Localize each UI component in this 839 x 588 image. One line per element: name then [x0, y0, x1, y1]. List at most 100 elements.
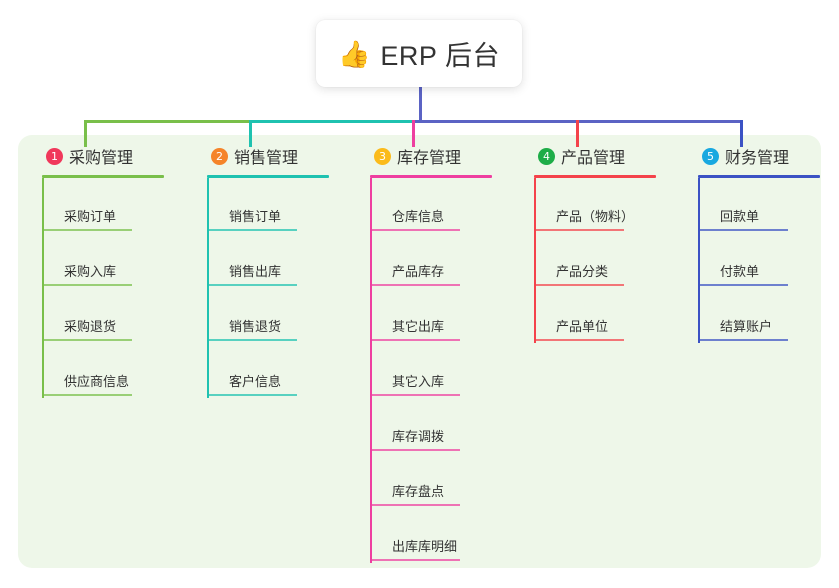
branch-item[interactable]: 结算账户 [698, 288, 838, 343]
root-node-title: ERP 后台 [380, 41, 500, 71]
branch-item-underline [534, 229, 624, 231]
branch-item[interactable]: 采购订单 [42, 178, 182, 233]
branch-item-underline [370, 229, 460, 231]
branch-header-underline [207, 175, 329, 178]
branch-item[interactable]: 客户信息 [207, 343, 347, 398]
branch-column-4: 4 产品管理产品（物料） 产品分类产品单位 [524, 143, 674, 343]
branch-column-2: 2 销售管理销售订单销售出库销售退货客户信息 [197, 143, 347, 398]
branch-item-underline [207, 284, 297, 286]
branch-item-list: 仓库信息产品库存其它出库其它入库库存调拨库存盘点出库库明细 [370, 178, 510, 563]
branch-item[interactable]: 采购入库 [42, 233, 182, 288]
branch-item[interactable]: 仓库信息 [370, 178, 510, 233]
branch-item-label: 结算账户 [720, 319, 773, 334]
branch-spine [370, 178, 372, 563]
branch-item-label: 出库库明细 [392, 539, 458, 554]
branch-header-2[interactable]: 2 销售管理 [197, 143, 347, 169]
branch-item-underline [207, 339, 297, 341]
branch-item-label: 采购订单 [64, 209, 117, 224]
branch-item[interactable]: 库存盘点 [370, 453, 510, 508]
branch-item-label: 销售订单 [229, 209, 282, 224]
branch-spine [207, 178, 209, 398]
branch-item-underline [370, 449, 460, 451]
branch-item[interactable]: 销售退货 [207, 288, 347, 343]
branch-item-underline [534, 339, 624, 341]
branch-item[interactable]: 产品（物料） [534, 178, 674, 233]
branch-title: 销售管理 [234, 150, 299, 167]
branch-number-badge: 3 [374, 147, 391, 165]
branch-header-underline [698, 175, 820, 178]
branch-item[interactable]: 产品分类 [534, 233, 674, 288]
trunk-bar-segment [84, 120, 249, 123]
branch-title: 采购管理 [69, 150, 134, 167]
branch-item-underline [698, 229, 788, 231]
branch-header-4[interactable]: 4 产品管理 [524, 143, 674, 169]
branch-drop-connector [740, 120, 743, 147]
branch-column-3: 3 库存管理仓库信息产品库存其它出库其它入库库存调拨库存盘点出库库明细 [360, 143, 510, 563]
branch-item[interactable]: 销售出库 [207, 233, 347, 288]
branch-item-label: 客户信息 [229, 374, 282, 389]
diagram-panel-background [18, 135, 821, 568]
branch-item[interactable]: 产品库存 [370, 233, 510, 288]
branch-item-underline [370, 339, 460, 341]
branch-item-label: 采购入库 [64, 264, 117, 279]
branch-drop-connector [412, 120, 415, 147]
branch-title: 财务管理 [725, 150, 790, 167]
branch-item[interactable]: 付款单 [698, 233, 838, 288]
branch-item[interactable]: 回款单 [698, 178, 838, 233]
branch-item-label: 采购退货 [64, 319, 117, 334]
trunk-bar-segment [249, 120, 412, 123]
branch-item-underline [370, 394, 460, 396]
branch-item-underline [370, 504, 460, 506]
branch-item[interactable]: 销售订单 [207, 178, 347, 233]
branch-item-underline [698, 339, 788, 341]
branch-item-underline [370, 559, 460, 561]
branch-item-label: 回款单 [720, 209, 760, 224]
branch-item[interactable]: 其它出库 [370, 288, 510, 343]
branch-header-underline [534, 175, 656, 178]
branch-spine [534, 178, 536, 343]
branch-item-underline [42, 229, 132, 231]
branch-item-list: 产品（物料） 产品分类产品单位 [534, 178, 674, 343]
branch-item[interactable]: 采购退货 [42, 288, 182, 343]
branch-item-underline [42, 394, 132, 396]
branch-item[interactable]: 供应商信息 [42, 343, 182, 398]
branch-item[interactable]: 库存调拨 [370, 398, 510, 453]
branch-item-underline [534, 284, 624, 286]
branch-item[interactable]: 出库库明细 [370, 508, 510, 563]
branch-item-label: 产品库存 [392, 264, 445, 279]
branch-title: 产品管理 [561, 150, 626, 167]
branch-item-label: 销售退货 [229, 319, 282, 334]
branch-header-3[interactable]: 3 库存管理 [360, 143, 510, 169]
branch-item-underline [207, 394, 297, 396]
branch-item-underline [207, 229, 297, 231]
branch-item-underline [698, 284, 788, 286]
branch-item-label: 库存调拨 [392, 429, 445, 444]
branch-drop-connector [249, 120, 252, 147]
branch-item-underline [42, 339, 132, 341]
branch-number-badge: 2 [211, 147, 228, 165]
branch-item-label: 销售出库 [229, 264, 282, 279]
branch-header-underline [42, 175, 164, 178]
branch-item-label: 仓库信息 [392, 209, 445, 224]
branch-item-label: 产品分类 [556, 264, 609, 279]
root-node-erp-backend[interactable]: 👍 ERP 后台 [316, 20, 522, 87]
branch-item[interactable]: 产品单位 [534, 288, 674, 343]
branch-item-label: 产品（物料） [556, 209, 635, 224]
branch-item-list: 销售订单销售出库销售退货客户信息 [207, 178, 347, 398]
branch-drop-connector [84, 120, 87, 147]
thumbs-up-icon: 👍 [338, 38, 371, 69]
branch-number-badge: 4 [538, 147, 555, 165]
branch-item-label: 产品单位 [556, 319, 609, 334]
branch-spine [42, 178, 44, 398]
branch-item[interactable]: 其它入库 [370, 343, 510, 398]
branch-item-list: 采购订单采购入库采购退货供应商信息 [42, 178, 182, 398]
branch-item-label: 其它出库 [392, 319, 445, 334]
branch-item-underline [370, 284, 460, 286]
branch-item-label: 付款单 [720, 264, 760, 279]
branch-title: 库存管理 [397, 150, 462, 167]
